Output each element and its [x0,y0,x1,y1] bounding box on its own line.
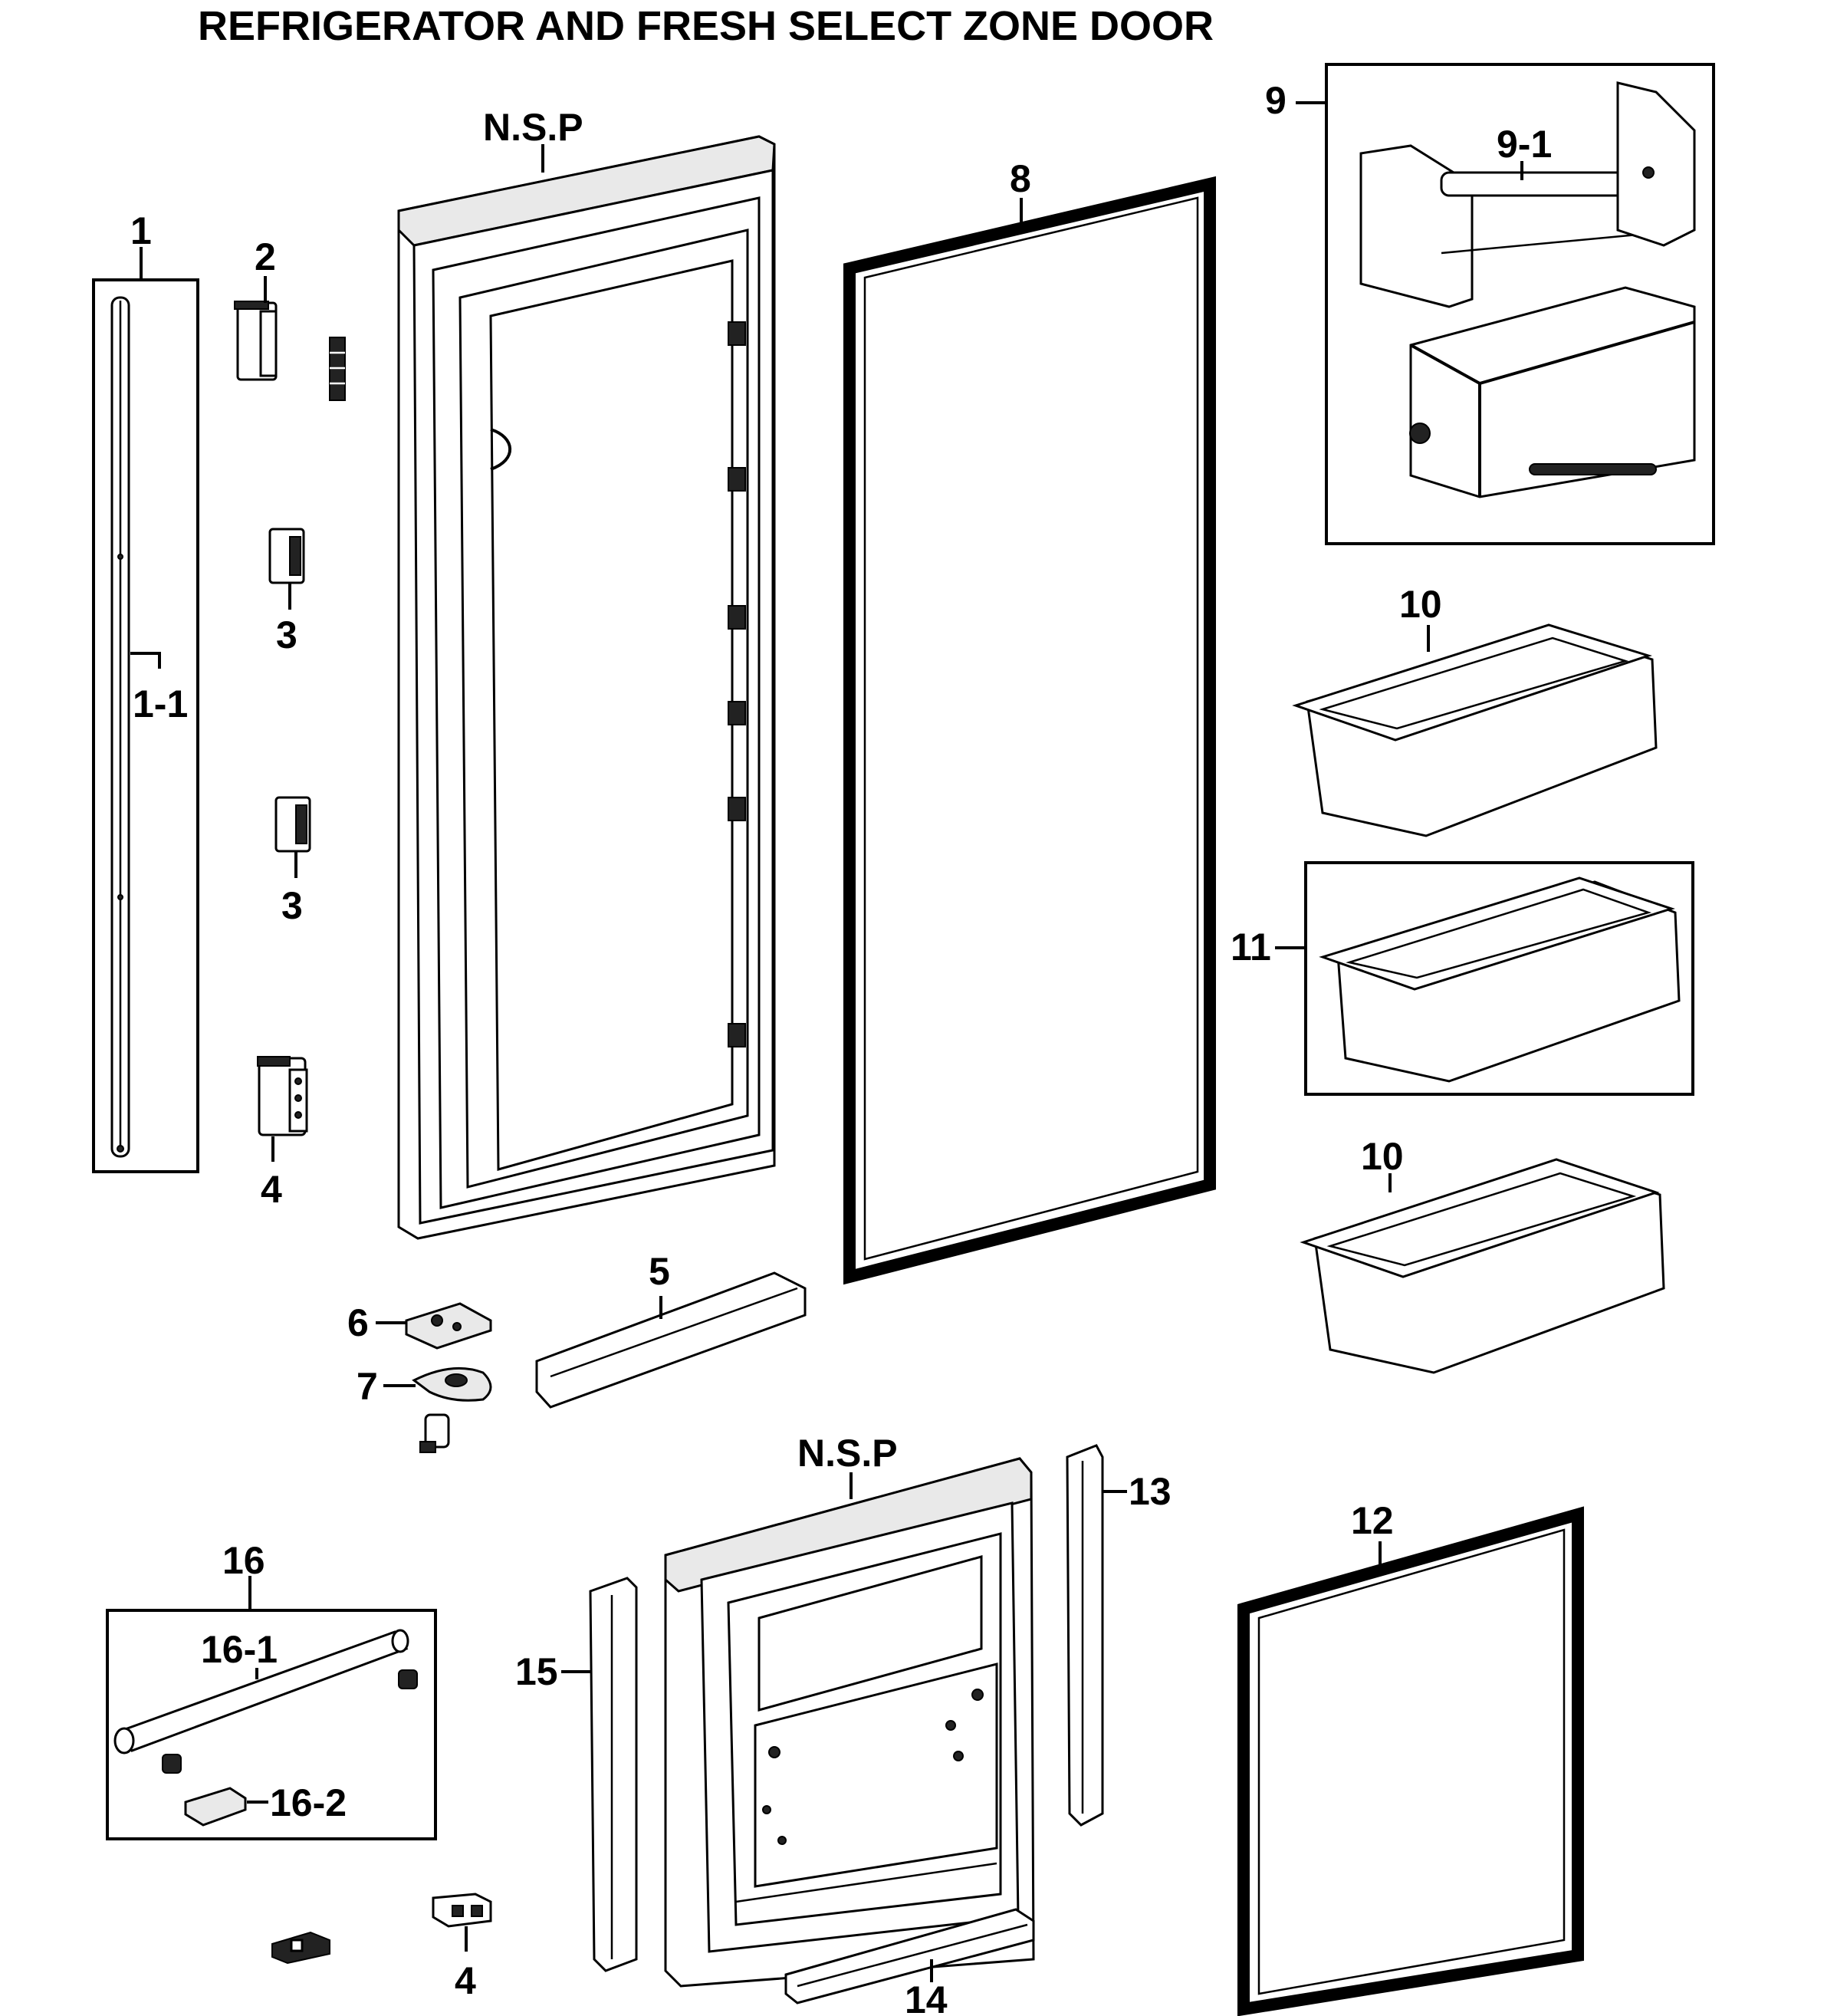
part-10-lower-label: 10 [1361,1135,1404,1178]
refrigerator-door-assembly [397,135,776,1240]
part-4-lower-switch [432,1893,492,1952]
part-16-1-label: 16-1 [201,1628,278,1671]
fresh-select-zone-door-assembly [664,1457,1035,1988]
part-6-label: 6 [347,1301,369,1344]
part-11-door-bin-group [1275,861,1694,1096]
part-7-label: 7 [357,1365,378,1408]
nsp-lower-label: N.S.P [797,1432,898,1475]
part-7-hinge-bushing [383,1366,492,1453]
part-3-upper-clip [268,528,305,610]
part-14-label: 14 [905,1978,948,2016]
part-9-label: 9 [1265,79,1287,122]
part-12-door-gasket [1237,1506,1584,2016]
diagram-title: REFRIGERATOR AND FRESH SELECT ZONE DOOR [198,3,1214,49]
part-8-door-gasket [843,176,1216,1285]
part-3-lower-label: 3 [281,884,303,927]
part-1-door-handle-group [92,247,199,1173]
part-2-label: 2 [255,235,276,278]
part-12-label: 12 [1351,1499,1394,1542]
part-13-door-trim-right [1066,1444,1127,1827]
part-2-hinge-cap [234,276,346,401]
part-4-lower-label: 4 [455,1959,476,2002]
part-1-label: 1 [130,209,152,252]
part-16-handle-assembly-group [106,1576,437,1840]
loose-hinge-clip [271,1931,330,1965]
part-11-label: 11 [1231,926,1271,969]
part-10-upper-door-bin [1292,623,1658,837]
part-15-label: 15 [515,1650,558,1693]
part-13-label: 13 [1129,1470,1172,1513]
part-1-1-label: 1-1 [133,682,188,725]
part-10-lower-door-bin [1300,1158,1665,1374]
part-8-label: 8 [1010,157,1031,200]
part-9-guard-assembly-group [1296,63,1715,545]
part-5-label: 5 [649,1250,670,1293]
part-5-door-trim [535,1271,807,1409]
part-14-door-trim-bottom [784,1908,1035,2004]
part-16-label: 16 [222,1539,265,1582]
part-4-upper-label: 4 [261,1168,282,1211]
part-15-door-trim-left [561,1577,638,1972]
part-3-upper-label: 3 [276,613,297,656]
part-3-lower-clip [274,796,311,878]
part-10-upper-label: 10 [1399,583,1442,626]
nsp-upper-label: N.S.P [483,106,583,149]
part-4-upper-switch [257,1056,308,1162]
part-6-hinge-plate [376,1302,492,1350]
part-16-2-label: 16-2 [270,1781,347,1824]
part-9-1-label: 9-1 [1497,123,1552,166]
